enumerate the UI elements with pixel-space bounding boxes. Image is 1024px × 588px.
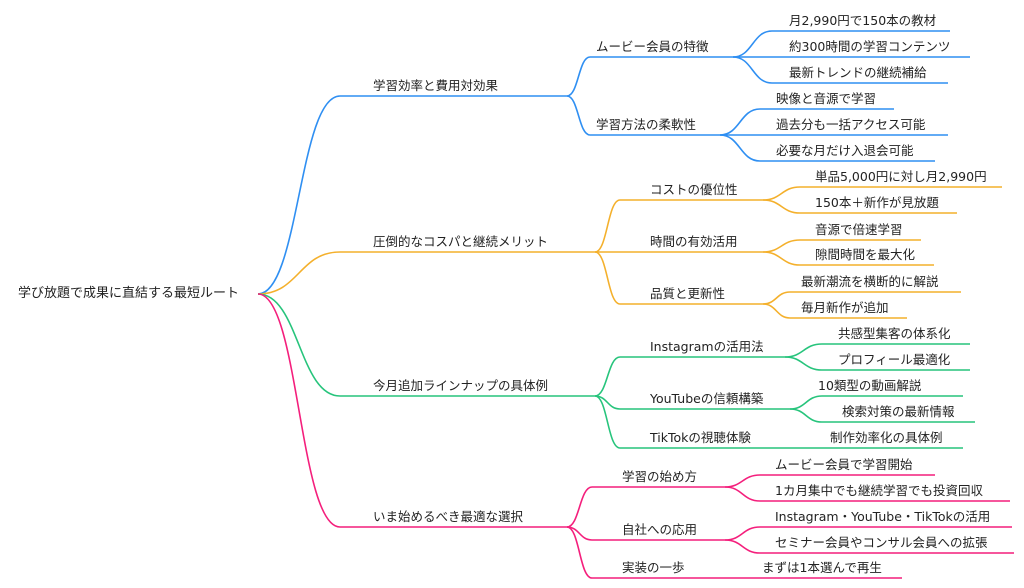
leaf-connector	[762, 303, 907, 319]
leaf-connector	[724, 474, 935, 488]
leaf-connector	[724, 539, 1014, 554]
leaf-node[interactable]: 映像と音源で学習	[776, 91, 877, 106]
leaf-node[interactable]: 約300時間の学習コンテンツ	[789, 39, 951, 54]
leaf-node[interactable]: 必要な月だけ入退会可能	[776, 143, 914, 158]
sub-node[interactable]: 実装の一歩	[622, 560, 685, 575]
sub-node[interactable]: コストの優位性	[650, 182, 738, 197]
branch-connector	[257, 251, 595, 295]
sub-connector	[566, 526, 725, 541]
sub-node[interactable]: 学習方法の柔軟性	[596, 117, 697, 132]
leaf-connector	[762, 251, 934, 266]
leaf-node[interactable]: プロフィール最適化	[838, 352, 951, 367]
leaf-node[interactable]: 150本＋新作が見放題	[815, 195, 939, 210]
leaf-node[interactable]: 最新潮流を横断的に解説	[801, 274, 939, 289]
leaf-connector	[762, 239, 921, 253]
leaf-node[interactable]: 共感型集客の体系化	[838, 326, 951, 341]
leaf-connector	[719, 134, 935, 162]
sub-connector	[594, 251, 763, 305]
sub-node[interactable]: 品質と更新性	[650, 286, 726, 301]
sub-connector	[566, 56, 733, 97]
sub-node[interactable]: 学習の始め方	[622, 469, 698, 484]
leaf-connector	[762, 291, 961, 305]
branch-connector	[257, 95, 567, 295]
branch-node[interactable]: いま始めるべき最適な選択	[373, 509, 524, 524]
leaf-node[interactable]: セミナー会員やコンサル会員への拡張	[775, 535, 988, 550]
leaf-connector	[762, 199, 957, 214]
branch-node[interactable]: 学習効率と費用対効果	[373, 78, 499, 93]
leaf-node[interactable]: 1カ月集中でも継続学習でも投資回収	[775, 483, 983, 498]
leaf-node[interactable]: 検索対策の最新情報	[842, 404, 955, 419]
leaf-connector	[724, 526, 1012, 541]
sub-node[interactable]: 自社への応用	[622, 522, 698, 537]
leaf-connector	[732, 30, 950, 58]
branch-node[interactable]: 圧倒的なコスパと継続メリット	[373, 234, 549, 249]
leaf-connector	[784, 343, 970, 358]
leaf-connector	[789, 408, 975, 423]
sub-node[interactable]: Instagramの活用法	[650, 339, 764, 354]
leaf-node[interactable]: 過去分も一括アクセス可能	[776, 117, 926, 132]
sub-connector	[566, 486, 725, 528]
branch-connector	[257, 293, 567, 528]
leaf-node[interactable]: ムービー会員で学習開始	[775, 457, 913, 472]
leaf-node[interactable]: まずは1本選んで再生	[762, 560, 882, 575]
sub-node[interactable]: 時間の有効活用	[650, 234, 738, 249]
branch-node[interactable]: 今月追加ラインナップの具体例	[373, 378, 549, 393]
leaf-connector	[789, 395, 963, 410]
leaf-node[interactable]: 制作効率化の具体例	[830, 430, 943, 445]
leaf-node[interactable]: Instagram・YouTube・TikTokの活用	[775, 509, 991, 524]
root-node[interactable]: 学び放題で成果に直結する最短ルート	[18, 286, 240, 301]
leaf-connector	[784, 356, 970, 371]
leaf-node[interactable]: 音源で倍速学習	[815, 222, 903, 237]
leaf-connector	[719, 108, 894, 136]
leaf-node[interactable]: 月2,990円で150本の教材	[789, 13, 937, 28]
sub-node[interactable]: ムービー会員の特徴	[596, 39, 709, 54]
sub-node[interactable]: YouTubeの信頼構築	[650, 391, 764, 406]
sub-connector	[594, 395, 790, 410]
leaf-connector	[732, 56, 948, 84]
sub-connector	[594, 356, 785, 397]
sub-connector	[594, 395, 963, 449]
sub-connector	[566, 95, 720, 136]
leaf-connector	[724, 486, 1010, 502]
leaf-connector	[762, 186, 1002, 201]
leaf-node[interactable]: 単品5,000円に対し月2,990円	[815, 169, 987, 184]
sub-connector	[566, 526, 902, 579]
sub-node[interactable]: TikTokの視聴体験	[650, 430, 751, 445]
leaf-node[interactable]: 10類型の動画解説	[818, 378, 922, 393]
leaf-node[interactable]: 毎月新作が追加	[801, 300, 889, 315]
sub-connector	[594, 199, 763, 253]
branch-connector	[257, 293, 595, 397]
leaf-node[interactable]: 最新トレンドの継続補給	[789, 65, 927, 80]
leaf-node[interactable]: 隙間時間を最大化	[815, 247, 916, 262]
